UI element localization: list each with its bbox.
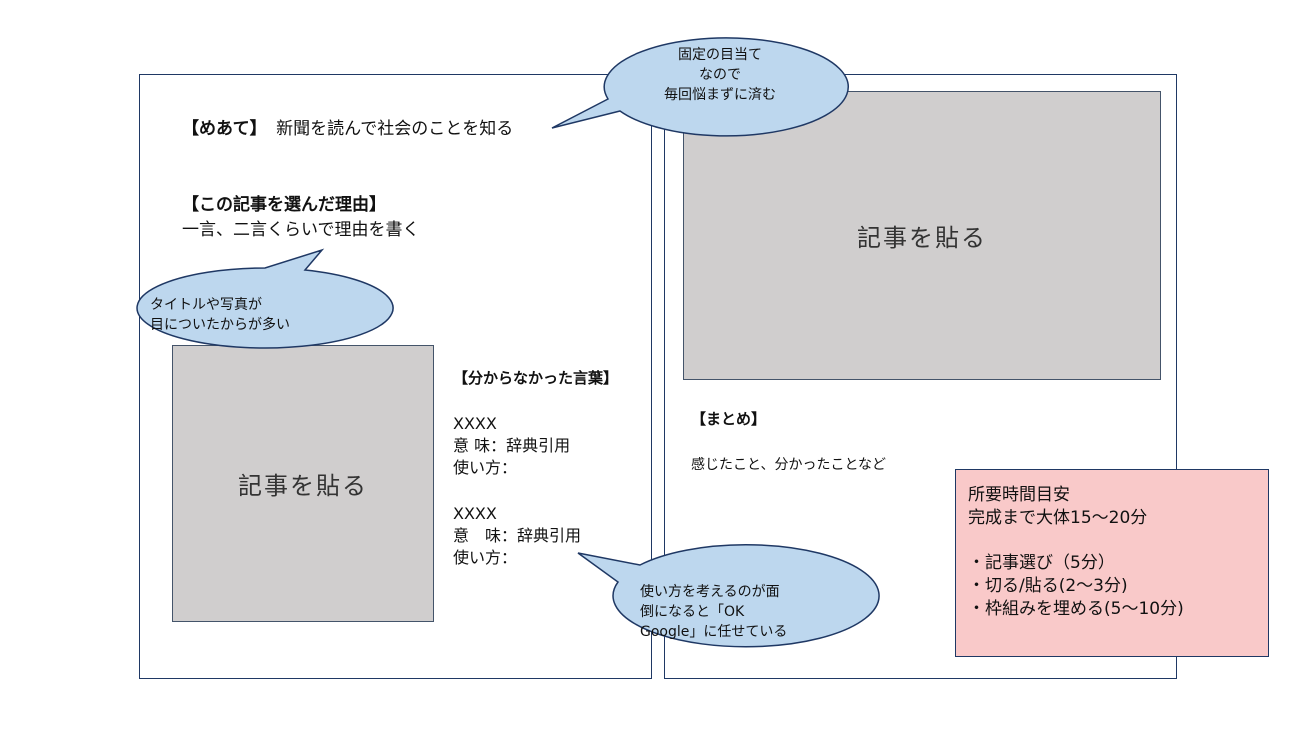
words-heading: 【分からなかった言葉】: [453, 369, 619, 387]
bubble-ok-google: 使い方を考えるのが面 倒になると「OK Google」に任せている: [640, 582, 830, 642]
time-note-item: ・切る/貼る(2〜3分): [968, 576, 1128, 596]
time-note-title: 所要時間目安: [968, 485, 1070, 505]
word-entry-1: XXXX 意 味：辞典引用 使い方：: [453, 413, 570, 479]
bubble-ok-google-shape: [577, 544, 880, 648]
article-placeholder-right: 記事を貼る: [683, 91, 1161, 380]
goal-text: 新聞を読んで社会のことを知る: [276, 119, 514, 139]
bubble-title-photo-line: タイトルや写真が: [150, 297, 262, 313]
word-2-usage: 使い方：: [453, 548, 518, 567]
bubble-fixed-goal-line: なので: [699, 67, 741, 83]
reason-heading: 【この記事を選んだ理由】: [182, 195, 386, 215]
summary-heading: 【まとめ】: [691, 410, 767, 428]
reason-text: 一言、二言くらいで理由を書く: [182, 220, 420, 240]
goal-heading: 【めあて】: [182, 119, 267, 139]
bubble-ok-google-line: 使い方を考えるのが面: [640, 584, 780, 600]
bubble-fixed-goal-shape: [551, 37, 849, 137]
bubble-fixed-goal-line: 固定の目当て: [678, 47, 762, 63]
word-1-meaning: 意 味：辞典引用: [453, 436, 571, 455]
time-note-subtitle: 完成まで大体15〜20分: [968, 508, 1148, 528]
bubble-fixed-goal-line: 毎回悩まずに済む: [664, 87, 776, 103]
word-1-usage: 使い方：: [453, 458, 518, 477]
bubble-ok-google-line: 倒になると「OK: [640, 604, 745, 620]
time-note-item: ・枠組みを埋める(5〜10分): [968, 599, 1184, 619]
bubble-title-photo-shape: [136, 248, 394, 349]
bubble-fixed-goal: 固定の目当て なので 毎回悩まずに済む: [640, 45, 800, 105]
article-placeholder-left: 記事を貼る: [172, 345, 434, 622]
word-2-meaning: 意 味：辞典引用: [453, 526, 582, 545]
bubble-title-photo-line: 目についたからが多い: [150, 317, 290, 333]
summary-text: 感じたこと、分かったことなど: [691, 457, 887, 473]
bubble-ok-google-line: Google」に任せている: [640, 624, 788, 640]
goal-line: 【めあて】 新聞を読んで社会のことを知る: [182, 118, 513, 140]
time-estimate-note: 所要時間目安 完成まで大体15〜20分 ・記事選び（5分） ・切る/貼る(2〜3…: [955, 469, 1269, 657]
word-1: XXXX: [453, 414, 497, 433]
word-entry-2: XXXX 意 味：辞典引用 使い方：: [453, 503, 581, 569]
word-2: XXXX: [453, 504, 497, 523]
bubble-title-photo: タイトルや写真が 目についたからが多い: [150, 295, 370, 335]
time-note-item: ・記事選び（5分）: [968, 553, 1115, 573]
